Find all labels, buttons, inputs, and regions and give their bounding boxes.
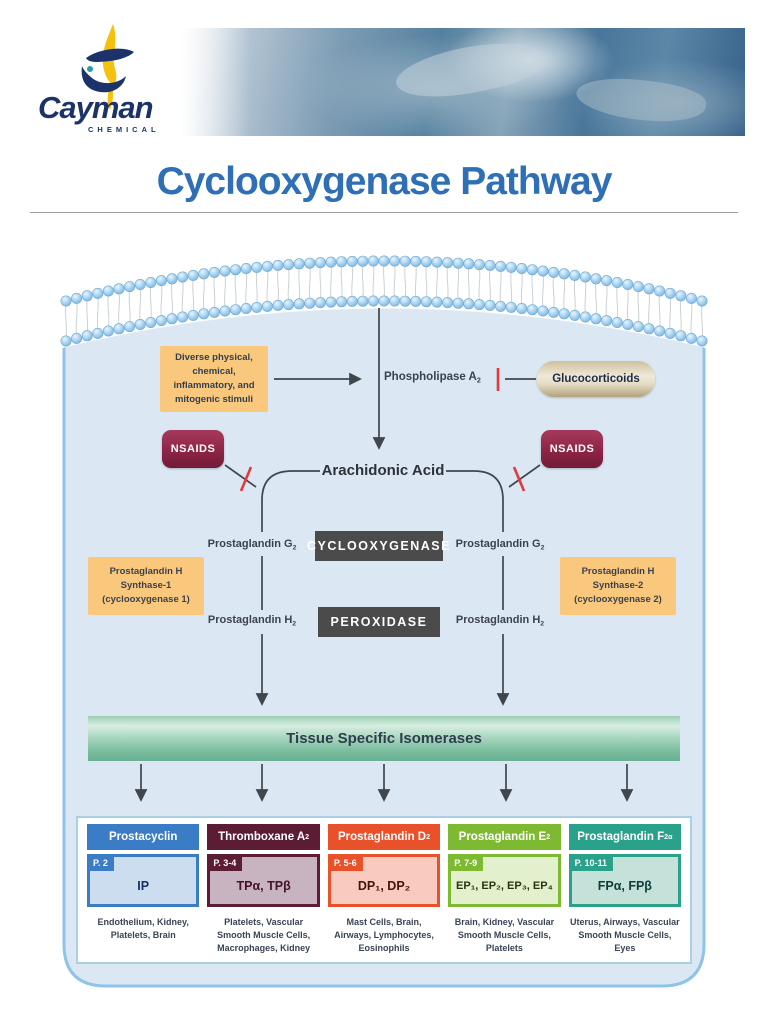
- synthase2-box: Prostaglandin H Synthase-2 (cyclooxygena…: [560, 557, 676, 615]
- column-title: Prostaglandin D: [337, 831, 427, 843]
- tissue-list: Mast Cells, Brain, Airways, Lymphocytes,…: [334, 917, 434, 954]
- column-title: Prostaglandin E: [458, 831, 547, 843]
- glucocorticoids-box: Glucocorticoids: [537, 361, 655, 397]
- inhibition-ticks: [239, 368, 526, 492]
- column-title-sub: 2α: [664, 833, 673, 841]
- prostaglandin-g2-right-label: Prostaglandin G2: [450, 538, 550, 551]
- page-ref-tab: P. 2: [89, 856, 114, 871]
- cayman-logo: Cayman CHEMICAL: [30, 22, 205, 140]
- receptor-names: DP₁, DP₂: [357, 878, 411, 893]
- brand-name: Cayman: [38, 90, 154, 125]
- nsaids-left-connector: [224, 464, 257, 488]
- column-title: Thromboxane A: [218, 831, 306, 843]
- inhibit-tick-nsaids-left: [239, 466, 253, 492]
- column-header: Prostacyclin: [87, 824, 200, 850]
- receptor-names: IP: [137, 878, 150, 893]
- pg-h2-sub: 2: [292, 620, 297, 628]
- receptor-box: P. 10-11 FPα, FPβ: [568, 854, 682, 907]
- stimuli-box: Diverse physical, chemical, inflammatory…: [160, 346, 268, 412]
- tissue-list: Platelets, Vascular Smooth Muscle Cells,…: [217, 917, 311, 954]
- cayman-logo-icon: [81, 24, 134, 110]
- receptor-box: P. 7-9 EP₁, EP₂, EP₃, EP₄: [448, 854, 561, 907]
- tissue-list: Brain, Kidney, Vascular Smooth Muscle Ce…: [454, 917, 555, 954]
- column-prostacyclin: Prostacyclin P. 2 IP Endothelium, Kidney…: [87, 824, 200, 956]
- receptor-box: P. 5-6 DP₁, DP₂: [327, 854, 441, 907]
- page-ref-tab: P. 5-6: [329, 856, 363, 871]
- phospholipase-label: Phospholipase A2: [384, 371, 481, 384]
- column-title-sub: 2: [426, 833, 431, 841]
- pg-g2-text: Prostaglandin G: [455, 538, 541, 550]
- column-title: Prostacyclin: [109, 831, 178, 843]
- page-ref-tab: P. 7-9: [450, 856, 484, 871]
- page-ref-tab: P. 3-4: [209, 856, 243, 871]
- connector-lines: [134, 308, 634, 802]
- peroxidase-box: PEROXIDASE: [318, 607, 440, 637]
- arachidonic-acid-label: Arachidonic Acid: [321, 462, 445, 479]
- nsaids-box-right: NSAIDS: [541, 430, 603, 468]
- phospholipase-text: Phospholipase A: [384, 371, 477, 383]
- page-title: Cyclooxygenase Pathway: [156, 160, 613, 203]
- tissue-specific-isomerases-bar: Tissue Specific Isomerases: [88, 716, 680, 761]
- tissue-list: Endothelium, Kidney, Platelets, Brain: [97, 917, 189, 941]
- receptor-box: P. 3-4 TPα, TPβ: [207, 854, 320, 907]
- header-photo: [180, 28, 745, 136]
- synthase1-box: Prostaglandin H Synthase-1 (cyclooxygena…: [88, 557, 204, 615]
- brand-division: CHEMICAL: [88, 125, 160, 134]
- nsaids-box-left: NSAIDS: [162, 430, 224, 468]
- pg-g2-text: Prostaglandin G: [207, 538, 293, 550]
- cyclooxygenase-box: CYCLOOXYGENASE: [307, 531, 449, 561]
- pg-h2-sub: 2: [540, 620, 545, 628]
- membrane-layer: [60, 255, 708, 347]
- inhibit-tick-nsaids-right: [512, 466, 526, 492]
- column-title-sub: 2: [305, 833, 310, 841]
- receptor-names: EP₁, EP₂, EP₃, EP₄: [456, 879, 553, 892]
- pg-h2-text: Prostaglandin H: [455, 614, 541, 626]
- receptor-panel: Prostacyclin P. 2 IP Endothelium, Kidney…: [76, 816, 692, 964]
- pg-h2-text: Prostaglandin H: [207, 614, 293, 626]
- prostaglandin-h2-right-label: Prostaglandin H2: [450, 614, 550, 627]
- page-ref-tab: P. 10-11: [570, 856, 613, 871]
- nsaids-right-connector: [508, 464, 541, 488]
- receptor-names: TPα, TPβ: [236, 878, 291, 893]
- phospholipase-sub: 2: [476, 376, 481, 385]
- receptor-box: P. 2 IP: [87, 854, 200, 907]
- column-title-sub: 2: [546, 833, 551, 841]
- receptor-names: FPα, FPβ: [597, 878, 652, 893]
- pg-g2-sub: 2: [292, 544, 297, 552]
- branch-left-curve: [261, 470, 320, 532]
- tissue-list: Uterus, Airways, Vascular Smooth Muscle …: [569, 917, 680, 954]
- pg-g2-sub: 2: [540, 544, 545, 552]
- column-title: Prostaglandin F: [577, 831, 665, 843]
- branch-right-curve: [446, 470, 504, 532]
- prostaglandin-g2-left-label: Prostaglandin G2: [202, 538, 302, 551]
- title-divider: [30, 212, 738, 213]
- prostaglandin-h2-left-label: Prostaglandin H2: [202, 614, 302, 627]
